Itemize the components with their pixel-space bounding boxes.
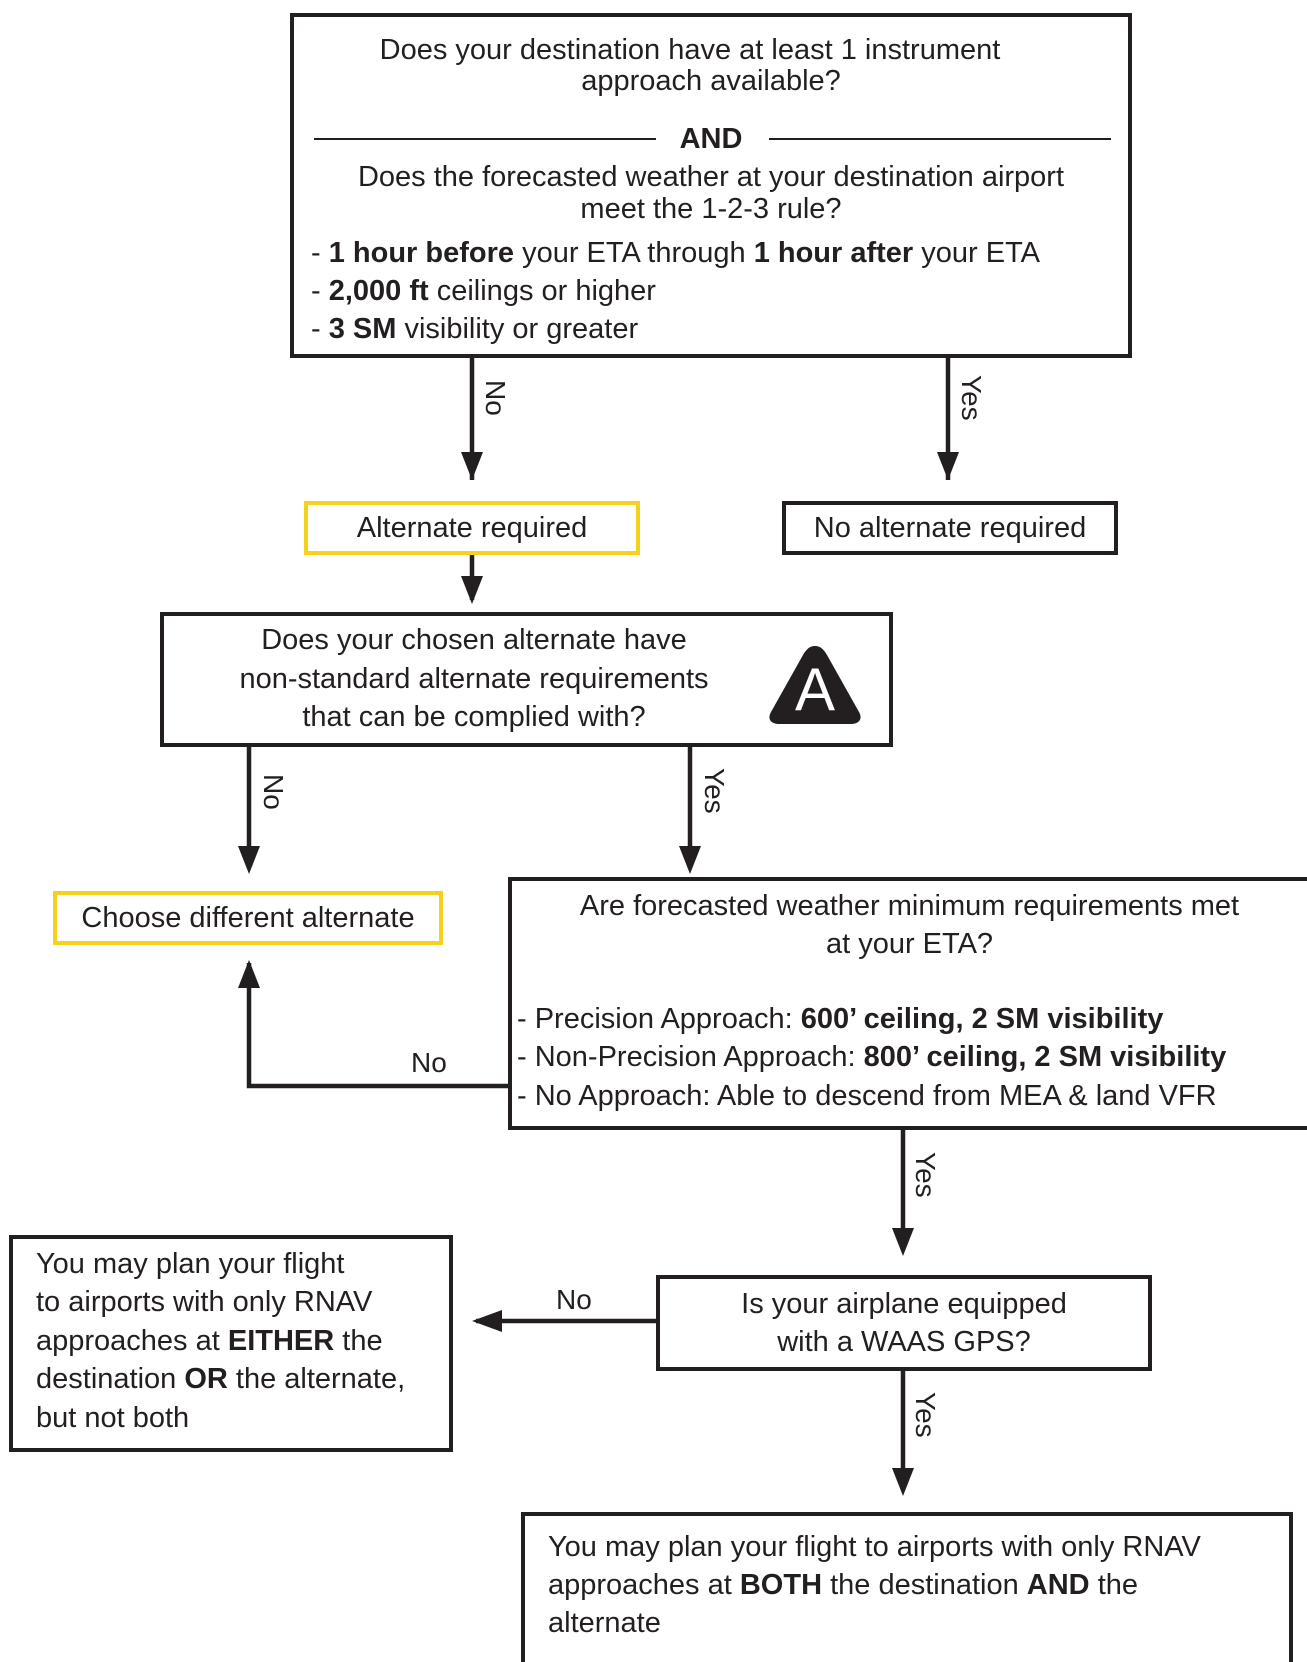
arrowhead-q1-no [461,452,483,480]
label-q3-no: No [411,1047,447,1078]
non-standard-alternate-a-icon: A [766,642,864,728]
q2-line1: Does your chosen alternate have [261,624,687,656]
label-q1-no: No [480,380,511,416]
q3-line2: at your ETA? [825,928,994,960]
q1-line2: approach available? [581,65,841,97]
q3-line1: Are forecasted weather minimum requireme… [579,890,1240,922]
label-q1-yes: Yes [956,375,987,421]
q4-line2: with a WAAS GPS? [777,1326,1031,1358]
arrow-q3-no [246,963,508,1089]
waas-gps-question-box: Is your airplane equipped with a WAAS GP… [656,1275,1152,1371]
either-line5: but not both [36,1402,190,1434]
q2-line3: that can be complied with? [302,701,646,733]
either-line1: You may plan your flight [36,1248,345,1280]
arrowhead-q3-no [238,960,260,988]
non-standard-alternate-question-box: Does your chosen alternate have non-stan… [160,612,893,747]
and-rule-left [314,138,656,140]
either-line4: destination OR the alternate, [36,1363,406,1395]
rule-123-bullet-1: - 1 hour before your ETA through 1 hour … [311,237,1040,269]
rule-123-bullet-3: - 3 SM visibility or greater [311,313,639,345]
label-q4-no: No [556,1284,592,1315]
label-q2-no: No [258,774,289,810]
destination-approach-question-box: Does your destination have at least 1 in… [290,13,1132,358]
q2-line2: non-standard alternate requirements [239,663,709,695]
rule-123-bullet-2: - 2,000 ft ceilings or higher [311,275,656,307]
q4-line1: Is your airplane equipped [741,1288,1067,1320]
both-line2: approaches at BOTH the destination AND t… [548,1569,1139,1601]
label-q2-yes: Yes [699,768,730,814]
arrowhead-q2-yes [679,846,701,874]
and-label: AND [679,123,743,155]
arrowhead-q3-yes [892,1228,914,1256]
q3-bullet-precision: - Precision Approach: 600’ ceiling, 2 SM… [517,1003,1164,1035]
arrowhead-q4-no [472,1310,502,1332]
rnav-either-result-box: You may plan your flight to airports wit… [9,1235,453,1452]
either-line3: approaches at EITHER the [36,1325,383,1357]
label-q3-yes: Yes [910,1152,941,1198]
arrowhead-q2-no [238,846,260,874]
no-alternate-required-box: No alternate required [782,501,1118,555]
rnav-both-result-box: You may plan your flight to airports wit… [521,1512,1293,1662]
weather-minimums-question-box: Are forecasted weather minimum requireme… [508,877,1307,1130]
q1-line3: Does the forecasted weather at your dest… [357,161,1065,193]
both-line3: alternate [548,1607,661,1639]
label-q4-yes: Yes [910,1392,941,1438]
either-line2: to airports with only RNAV [36,1286,373,1318]
choose-different-alternate-box: Choose different alternate [53,891,443,945]
arrowhead-q4-yes [892,1468,914,1496]
q3-bullet-no-approach: - No Approach: Able to descend from MEA … [517,1080,1217,1112]
badge-letter: A [794,656,836,723]
and-rule-right [769,138,1111,140]
both-line1: You may plan your flight to airports wit… [548,1531,1201,1563]
arrowhead-alt-to-q2 [461,576,483,604]
alternate-required-box: Alternate required [304,501,640,555]
q3-bullet-non-precision: - Non-Precision Approach: 800’ ceiling, … [517,1041,1227,1073]
arrowhead-q1-yes [937,452,959,480]
q1-line4: meet the 1-2-3 rule? [580,193,842,225]
q1-line1: Does your destination have at least 1 in… [379,34,1001,66]
